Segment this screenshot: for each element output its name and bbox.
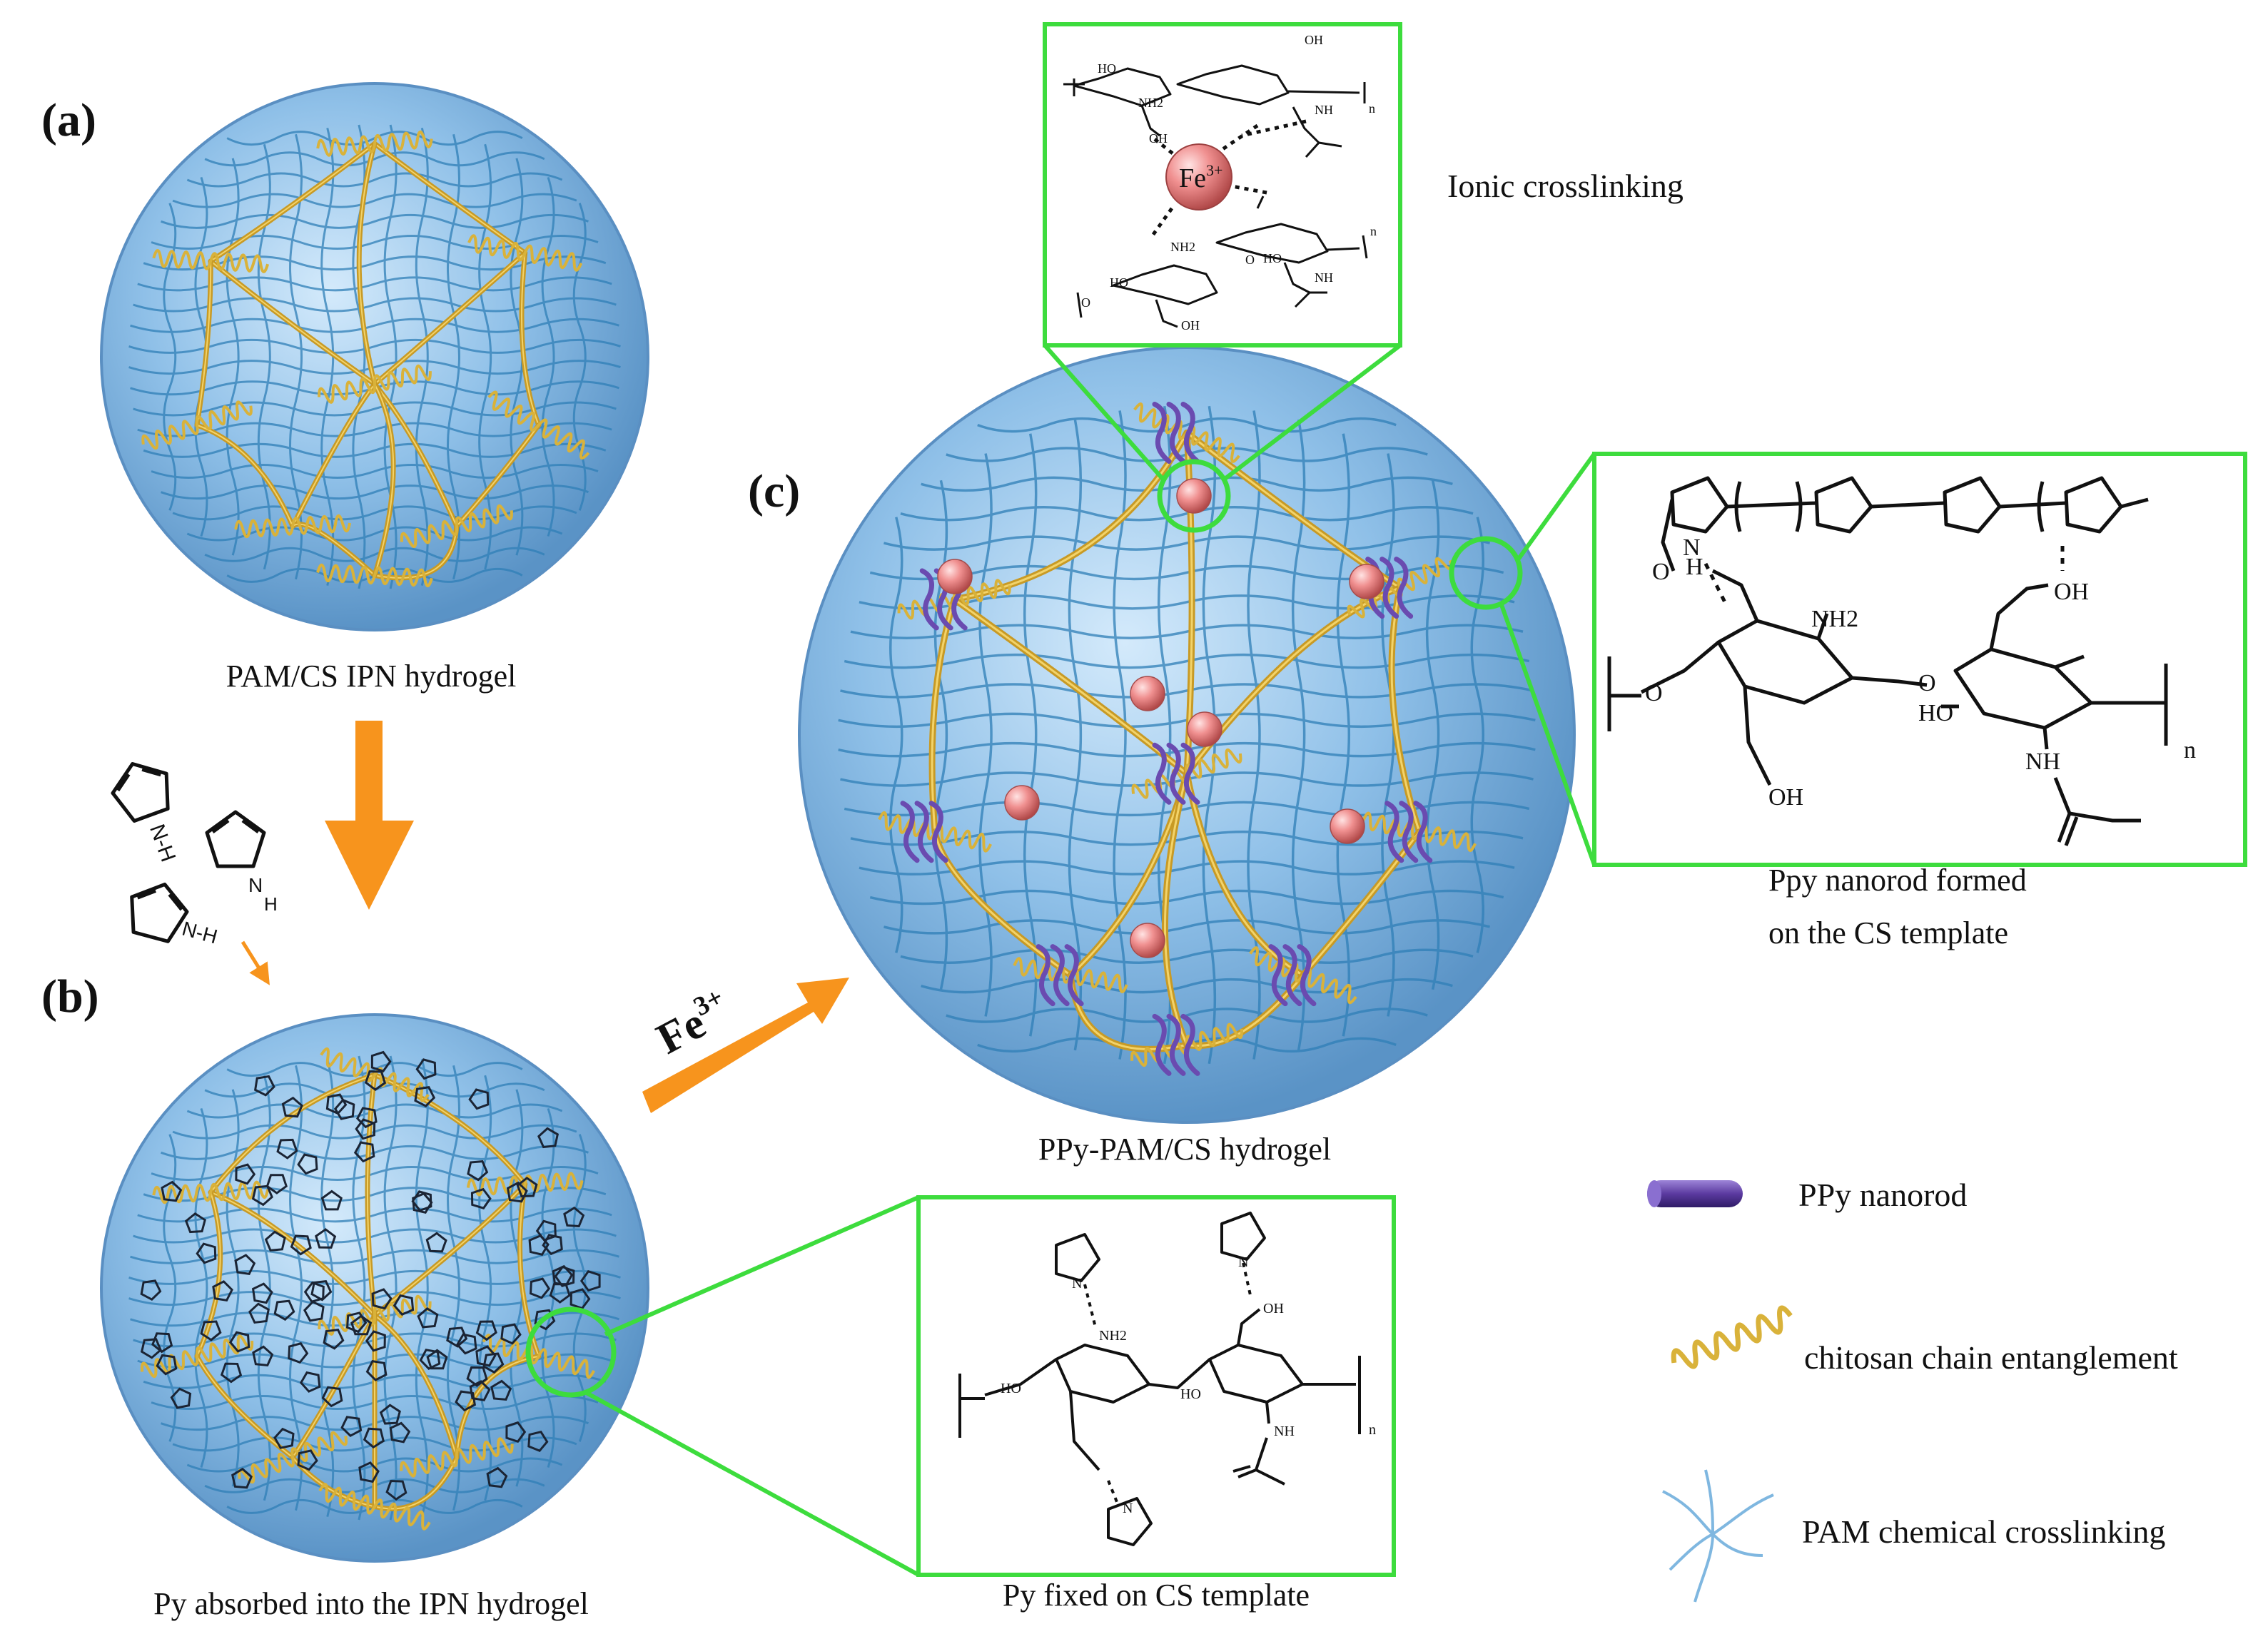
sphere-b (101, 1015, 648, 1561)
legend-pam-label: PAM chemical crosslinking (1802, 1513, 2165, 1550)
fe-ion (1177, 479, 1211, 513)
pyrrole-molecules: N-H N H N-H (106, 754, 278, 953)
svg-text:NH: NH (1315, 103, 1333, 117)
svg-text:HO: HO (1180, 1386, 1201, 1402)
down-arrow (325, 721, 414, 910)
svg-text:NH: NH (1274, 1424, 1295, 1439)
legend-chitosan-label: chitosan chain entanglement (1804, 1339, 2178, 1376)
fe-ion (1350, 564, 1384, 599)
fe-ion (938, 559, 972, 594)
svg-text:H: H (264, 893, 278, 915)
svg-text:n: n (2184, 737, 2196, 763)
svg-text:O: O (1652, 559, 1670, 585)
svg-text:H: H (1686, 554, 1703, 580)
svg-text:O: O (1081, 295, 1090, 310)
sphere-c (799, 347, 1574, 1122)
svg-text:N: N (248, 874, 263, 896)
svg-text:OH: OH (1181, 318, 1200, 333)
svg-text:NH2: NH2 (1138, 96, 1163, 110)
svg-text:N: N (1238, 1254, 1248, 1270)
svg-text:NH2: NH2 (1811, 606, 1858, 632)
svg-text:NH: NH (1315, 270, 1333, 285)
pyrrole-arrow (243, 942, 264, 976)
legend: PPy nanorod chitosan chain entanglement … (1647, 1177, 2178, 1602)
panel-a-letter: (a) (41, 94, 96, 146)
svg-text:O: O (1245, 253, 1255, 267)
inset-py-fixed: NH2 OH HO HO NH N N N n (918, 1197, 1394, 1575)
fe-ion (1005, 786, 1039, 820)
panel-c-letter: (c) (748, 465, 800, 517)
yellow-coil-icon (1670, 1306, 1794, 1373)
svg-text:N: N (1072, 1276, 1082, 1292)
svg-text:N-H: N-H (145, 821, 180, 865)
inset-ppy-nanorod: NH2 OH HO NH OH O O O n N H (1594, 454, 2245, 865)
svg-text:OH: OH (1263, 1301, 1284, 1316)
svg-text:HO: HO (1098, 61, 1116, 76)
svg-text:n: n (1369, 101, 1375, 116)
ppy-inset-caption-2: on the CS template (1768, 915, 2008, 950)
svg-text:n: n (1369, 1422, 1376, 1438)
svg-text:N: N (1123, 1501, 1133, 1516)
svg-text:O: O (1918, 670, 1936, 696)
py-inset-caption: Py fixed on CS template (1003, 1578, 1310, 1613)
svg-text:NH2: NH2 (1099, 1328, 1127, 1344)
svg-text:HO: HO (1918, 700, 1953, 726)
svg-text:OH: OH (1768, 784, 1803, 811)
pyrrole-icon: N-H (123, 877, 227, 953)
fe-ion (1130, 676, 1165, 711)
fe-ion (1130, 923, 1165, 958)
sphere-a (101, 83, 648, 630)
svg-text:HO: HO (1110, 275, 1128, 290)
fe-ion (1330, 809, 1365, 843)
ppy-inset-caption-1: Ppy nanorod formed (1768, 863, 2027, 898)
pyrrole-icon: N-H (106, 754, 195, 871)
panel-a-caption: PAM/CS IPN hydrogel (226, 659, 517, 694)
svg-text:n: n (1370, 224, 1377, 238)
blue-crosslink-icon (1663, 1470, 1773, 1602)
fe-ion (1188, 712, 1222, 746)
ionic-crosslinking-label: Ionic crosslinking (1447, 168, 1684, 204)
panel-b-caption: Py absorbed into the IPN hydrogel (153, 1586, 589, 1621)
svg-text:NH: NH (2025, 749, 2060, 775)
purple-rod-icon (1647, 1180, 1743, 1207)
panel-b-letter: (b) (41, 970, 99, 1023)
svg-text:NH2: NH2 (1170, 240, 1195, 254)
svg-text:OH: OH (2054, 579, 2089, 605)
svg-text:O: O (1645, 680, 1663, 706)
pyrrole-icon: N H (207, 812, 278, 915)
panel-c-caption: PPy-PAM/CS hydrogel (1038, 1132, 1331, 1167)
inset-ionic-crosslinking: Fe3+ HO NH2 OH NH n OH NH2 HO NH HO OH n… (1045, 24, 1400, 345)
svg-text:OH: OH (1149, 131, 1168, 146)
svg-text:HO: HO (1001, 1381, 1021, 1396)
svg-text:OH: OH (1305, 33, 1323, 47)
svg-text:HO: HO (1263, 251, 1282, 265)
svg-text:N-H: N-H (180, 918, 220, 948)
legend-ppy-label: PPy nanorod (1798, 1177, 1967, 1213)
